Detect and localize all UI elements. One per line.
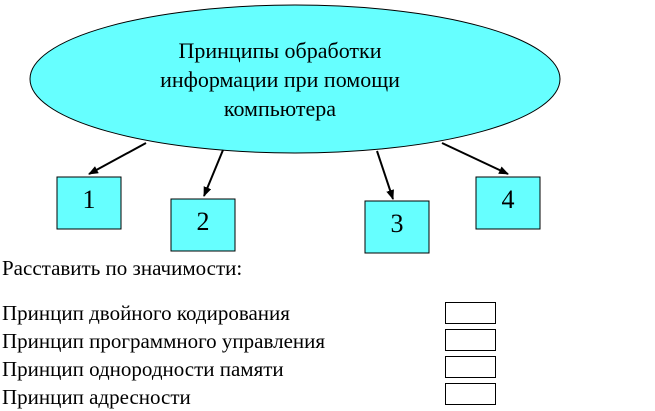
box-1-label: 1 (82, 185, 96, 214)
principle-3-label: Принцип однородности памяти (2, 357, 284, 381)
box-1 (56, 176, 122, 230)
box-2-label: 2 (196, 207, 210, 236)
principle-2-label: Принцип программного управления (2, 329, 326, 353)
arrow-to-box-1 (88, 142, 147, 175)
title-line-2: информации при помощи (160, 67, 400, 92)
arrow-to-box-3 (376, 150, 394, 200)
principle-1-label: Принцип двойного кодирования (2, 301, 290, 325)
diagram-canvas (29, 4, 561, 254)
box-2 (170, 198, 236, 252)
central-ellipse (29, 4, 561, 154)
answer-box-2[interactable] (445, 329, 496, 351)
arrow-to-box-4 (441, 142, 509, 175)
diagram-title: Принципы обработки информации при помощи… (120, 36, 440, 123)
principle-4-label: Принцип адресности (2, 385, 191, 409)
title-line-1: Принципы обработки (178, 38, 382, 63)
answer-box-4[interactable] (445, 383, 496, 405)
answer-box-3[interactable] (445, 356, 496, 378)
box-3 (364, 200, 430, 254)
box-4-label: 4 (501, 185, 515, 214)
arrow-to-box-2 (203, 149, 224, 197)
box-3-label: 3 (390, 209, 404, 238)
instruction-text: Расставить по значимости: (2, 256, 243, 280)
answer-box-1[interactable] (445, 302, 496, 324)
title-line-3: компьютера (223, 96, 337, 121)
box-4 (475, 176, 541, 230)
